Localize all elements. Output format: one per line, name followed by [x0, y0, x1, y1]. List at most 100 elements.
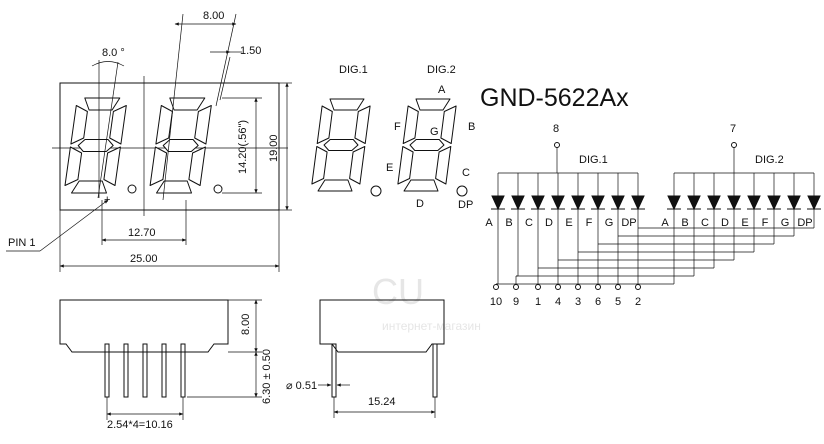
- dim-pitch: 8.00: [203, 10, 224, 22]
- side-pin: [161, 343, 167, 398]
- segment-f: [155, 105, 173, 145]
- end-pin-left: [331, 343, 337, 398]
- end-body-outline: [319, 299, 445, 353]
- diode-dig2-5: [767, 195, 781, 211]
- side-pin: [123, 343, 129, 398]
- seg-dig1-g: G: [605, 217, 614, 229]
- seg-dig2-c: C: [701, 217, 709, 229]
- common1-label: DIG.1: [579, 154, 608, 166]
- segment-c: [435, 146, 452, 185]
- pin-number: 10: [490, 296, 502, 308]
- segment-d: [403, 179, 439, 192]
- legend-dig2-label: DIG.2: [427, 64, 456, 76]
- pin-dot: [615, 284, 621, 290]
- segment-g: [409, 139, 445, 151]
- legend-dig1-label: DIG.1: [339, 64, 368, 76]
- segment-a: [169, 97, 206, 111]
- seg-label-b: B: [468, 121, 475, 133]
- pin1-marker: +: [104, 194, 110, 206]
- dim-digit-spacing: 12.70: [128, 227, 156, 239]
- pin-dot: [575, 284, 581, 290]
- common-pins: 8 DIG.1 7 DIG.2: [553, 123, 784, 166]
- dim-char-height: 14.20(.56"): [237, 120, 249, 174]
- common1-pin-number: 8: [553, 123, 559, 135]
- diode-dig2-6: [787, 195, 801, 211]
- dim-pin-diameter: ⌀ 0.51: [286, 380, 317, 392]
- segment-f: [402, 105, 419, 144]
- pin-dot: [555, 284, 561, 290]
- seg-dig2-f: F: [762, 217, 769, 229]
- segment-a: [329, 98, 365, 111]
- segment-b: [109, 105, 127, 145]
- segment-g: [162, 139, 199, 152]
- dim-pin-length: 6.30 ± 0.50: [261, 349, 273, 404]
- seg-dig1-dp: DP: [621, 217, 636, 229]
- watermark-sub: интернет-магазин: [382, 319, 481, 333]
- dim-slant: 8.0 °: [102, 47, 125, 59]
- diode-dig1-6: [611, 195, 625, 211]
- segment-d: [317, 179, 353, 192]
- pitch-ext-right: [215, 13, 237, 107]
- pin-dot: [635, 284, 641, 290]
- common2-pin-dot: [731, 142, 737, 148]
- diode-dig2-7: [807, 195, 821, 211]
- pin-number: 3: [575, 296, 581, 308]
- pin-number: 6: [595, 296, 601, 308]
- segment-c: [188, 146, 206, 186]
- segment-legend: DIG.1 DIG.2 A B C D E F G DP: [311, 64, 475, 211]
- diode-array: [491, 195, 821, 211]
- dim-depth: 8.00: [240, 314, 252, 335]
- common1-pin-dot: [554, 142, 560, 148]
- pin-dot: [493, 284, 499, 290]
- pitch-ext-left: [162, 13, 184, 201]
- diode-dig2-2: [707, 195, 721, 211]
- segment-d: [71, 180, 107, 194]
- diode-dig2-1: [687, 195, 701, 211]
- pin-dot: [595, 284, 601, 290]
- seg-dig2-a: A: [661, 217, 669, 229]
- dim-pin-pitch: 2.54*4=10.16: [107, 419, 173, 431]
- legend-dp-2: [456, 185, 468, 197]
- legend-dp-1: [370, 185, 382, 197]
- diode-dig1-0: [491, 195, 505, 211]
- front-digit-1: [64, 97, 127, 194]
- common2-pin-number: 7: [730, 123, 736, 135]
- seg-dig1-b: B: [505, 217, 512, 229]
- side-body-outline: [59, 299, 229, 353]
- seg-dig1-f: F: [586, 217, 593, 229]
- front-digit-2: [149, 97, 212, 194]
- front-dp-2: [213, 184, 223, 194]
- pin1-leader: [39, 199, 109, 252]
- pin-number: 1: [535, 296, 541, 308]
- seg-label-a: A: [438, 84, 446, 96]
- segment-a: [415, 98, 451, 111]
- dim-row-spacing: 15.24: [368, 396, 396, 408]
- diode-dig1-7: [631, 195, 645, 211]
- segment-c: [103, 146, 121, 186]
- diode-dig2-3: [727, 195, 741, 211]
- seg-dig1-e: E: [565, 217, 572, 229]
- watermark: CU интернет-магазин: [372, 271, 481, 333]
- diode-dig1-1: [511, 195, 525, 211]
- seg-dig2-d: D: [721, 217, 729, 229]
- segment-b: [194, 105, 212, 145]
- pin-dot: [535, 284, 541, 290]
- legend-digit-2: [397, 98, 457, 192]
- pin1-label: PIN 1: [8, 237, 36, 249]
- front-view: 8.00 8.0 ° 1.50 14.20(.56") 19.00 12.70 …: [6, 10, 292, 272]
- segment-f: [70, 105, 88, 145]
- seg-label-f: F: [394, 121, 401, 133]
- segment-e: [149, 146, 168, 186]
- diode-dig1-4: [571, 195, 585, 211]
- segment-f: [316, 105, 333, 144]
- segment-c: [349, 146, 366, 185]
- segment-a: [84, 97, 121, 111]
- legend-digit-1: [311, 98, 371, 192]
- watermark-main: CU: [372, 271, 424, 312]
- seg-dig2-g: G: [781, 217, 790, 229]
- dim-seg-width: 1.50: [240, 45, 261, 57]
- side-view-left: 8.00 6.30 ± 0.50 2.54*4=10.16: [59, 299, 273, 431]
